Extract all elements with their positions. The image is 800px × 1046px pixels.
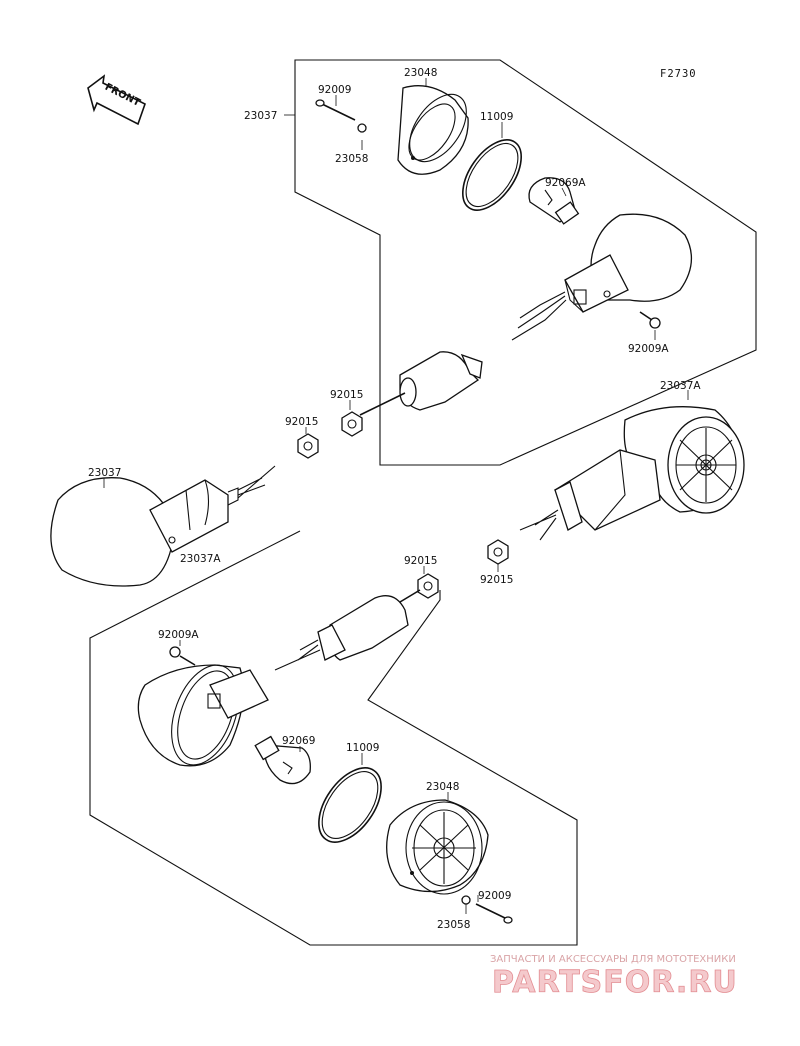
bulb-icon [528, 177, 580, 225]
figure-code: F2730 [660, 68, 697, 80]
part-label: 92015 [285, 416, 318, 428]
stalk-icon [359, 351, 483, 416]
nut-icon [487, 539, 509, 565]
gasket-icon [462, 139, 522, 211]
part-label: 23037 [244, 110, 277, 122]
bulb-icon [254, 735, 311, 785]
stalk-icon [274, 589, 421, 671]
lamp-housing-icon [564, 213, 692, 313]
part-label: 23048 [426, 781, 459, 793]
front-label: FRONT [103, 82, 142, 109]
nut-icon [341, 411, 363, 437]
gasket-icon [318, 767, 382, 843]
screw-icon [315, 99, 356, 121]
part-label: 92015 [480, 574, 513, 586]
part-label: 23058 [335, 153, 368, 165]
nut-icon [297, 433, 319, 459]
screw-icon [475, 903, 513, 924]
nut-icon [417, 573, 439, 599]
part-label: 11009 [346, 742, 379, 754]
part-label: 92009 [318, 84, 351, 96]
part-label: 23048 [404, 67, 437, 79]
part-label: 23037A [180, 553, 221, 565]
front-group-outline [89, 530, 578, 946]
part-label: 92009A [158, 629, 199, 641]
watermark-tagline: ЗАПЧАСТИ И АКСЕССУАРЫ ДЛЯ МОТОТЕХНИКИ [490, 954, 736, 965]
screw-icon [169, 646, 196, 666]
lens-icon [397, 85, 469, 175]
watermark-logo: PARTSFOR.RU [492, 965, 738, 1000]
right-lamp-icon [519, 406, 745, 541]
part-label: 23058 [437, 919, 470, 931]
washer-icon [461, 895, 471, 905]
part-label: 23037 [88, 467, 121, 479]
screw-icon [639, 311, 661, 329]
part-label: 92015 [330, 389, 363, 401]
left-lamp-icon [50, 465, 276, 587]
part-label: 23037A [660, 380, 701, 392]
lamp-housing-icon [137, 664, 269, 767]
wire-harness-icon [511, 291, 567, 341]
lens-icon [386, 799, 489, 895]
part-label: 92009A [628, 343, 669, 355]
part-label: 92009 [478, 890, 511, 902]
washer-icon [357, 123, 367, 133]
part-label: 92069 [282, 735, 315, 747]
rear-group-outline [294, 59, 757, 466]
part-label: 92069A [545, 177, 586, 189]
part-label: 92015 [404, 555, 437, 567]
part-label: 11009 [480, 111, 513, 123]
front-arrow-icon: FRONT [87, 74, 146, 126]
